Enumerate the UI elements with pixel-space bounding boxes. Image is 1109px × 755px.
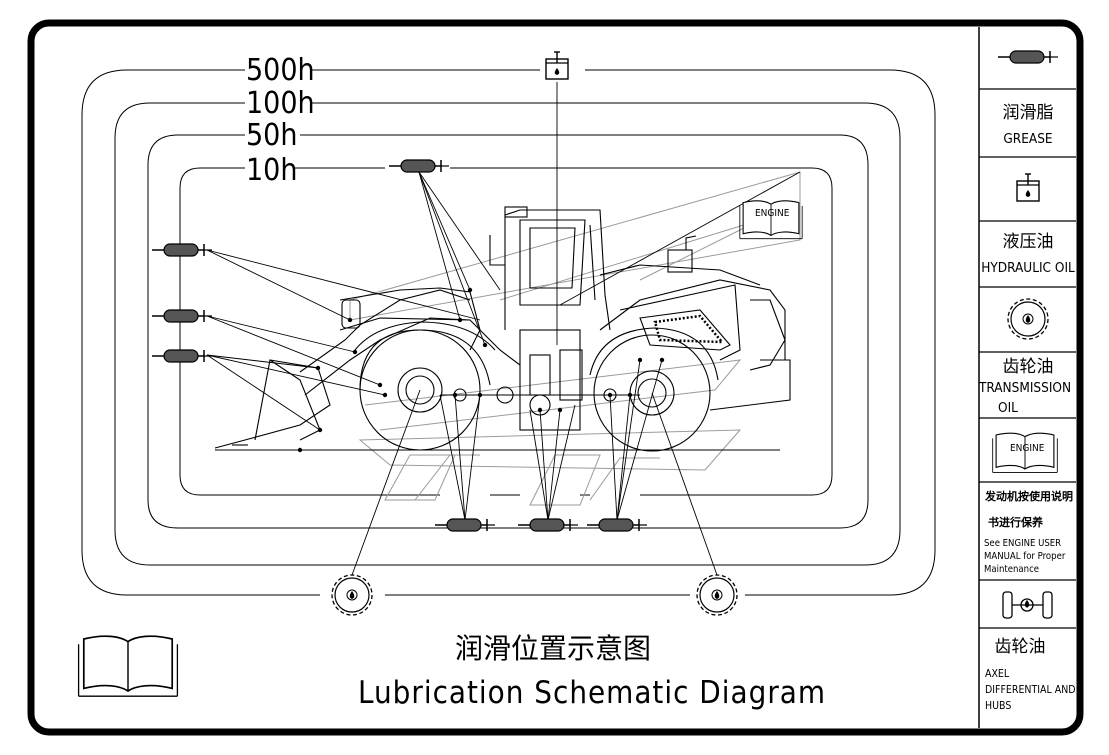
title-english: Lubrication Schematic Diagram [358, 675, 826, 711]
legend-axle-cn: 齿轮油 [995, 637, 1046, 657]
legend-engine-en-3: Maintenance [984, 564, 1039, 575]
legend-axle-en-1: AXEL [985, 668, 1010, 680]
grease-gun-icon [151, 243, 213, 257]
interval-500h: 500h [246, 53, 315, 88]
grease-gun-icon [517, 518, 579, 532]
gear-icon [696, 574, 738, 616]
legend-grid [979, 88, 1076, 629]
grease-gun-icon [434, 518, 496, 532]
legend-gear-icon [1007, 298, 1049, 340]
legend-grease-icon [997, 50, 1059, 64]
lube-points [297, 287, 665, 453]
legend-engine-en-2: MANUAL for Proper [984, 551, 1066, 562]
legend-hydraulic-en: HYDRAULIC OIL [981, 260, 1075, 276]
gear-icon [331, 574, 373, 616]
oil-can-icon [545, 51, 569, 80]
engine-label: ENGINE [755, 208, 790, 219]
engine-book-icon [739, 200, 803, 240]
legend-axle-en-3: HUBS [985, 700, 1011, 712]
interval-50h: 50h [246, 118, 297, 153]
legend-transmission-en-2: OIL [998, 400, 1018, 416]
outer-frame [27, 19, 1084, 736]
legend-axle-icon [1002, 591, 1053, 619]
legend-engine-cn-2: 书进行保养 [988, 515, 1044, 529]
legend-oil-can-icon [1016, 173, 1040, 202]
leader-lines [206, 82, 801, 576]
legend-axle-en-2: DIFFERENTIAL AND [985, 684, 1076, 696]
grease-gun-icon [388, 159, 450, 173]
legend-transmission-cn: 齿轮油 [1003, 357, 1054, 377]
interval-10h: 10h [246, 153, 297, 188]
legend-grease-cn: 润滑脂 [1003, 103, 1054, 123]
manual-book-icon [77, 635, 179, 698]
grease-gun-icon [151, 349, 213, 363]
lubrication-zones [349, 171, 801, 506]
legend-engine-label: ENGINE [1010, 443, 1045, 454]
legend-transmission-en-1: TRANSMISSION [978, 380, 1071, 396]
grease-gun-icon [151, 309, 213, 323]
legend-engine-cn-1: 发动机按使用说明 [984, 489, 1073, 503]
wheel-loader-drawing [214, 206, 791, 452]
interval-100h: 100h [246, 86, 315, 121]
legend-hydraulic-cn: 液压油 [1003, 232, 1054, 252]
grease-gun-icon [586, 518, 648, 532]
interval-frames [81, 69, 936, 596]
legend-engine-en-1: See ENGINE USER [984, 538, 1061, 549]
legend-grease-en: GREASE [1003, 131, 1052, 147]
title-chinese: 润滑位置示意图 [455, 632, 651, 665]
